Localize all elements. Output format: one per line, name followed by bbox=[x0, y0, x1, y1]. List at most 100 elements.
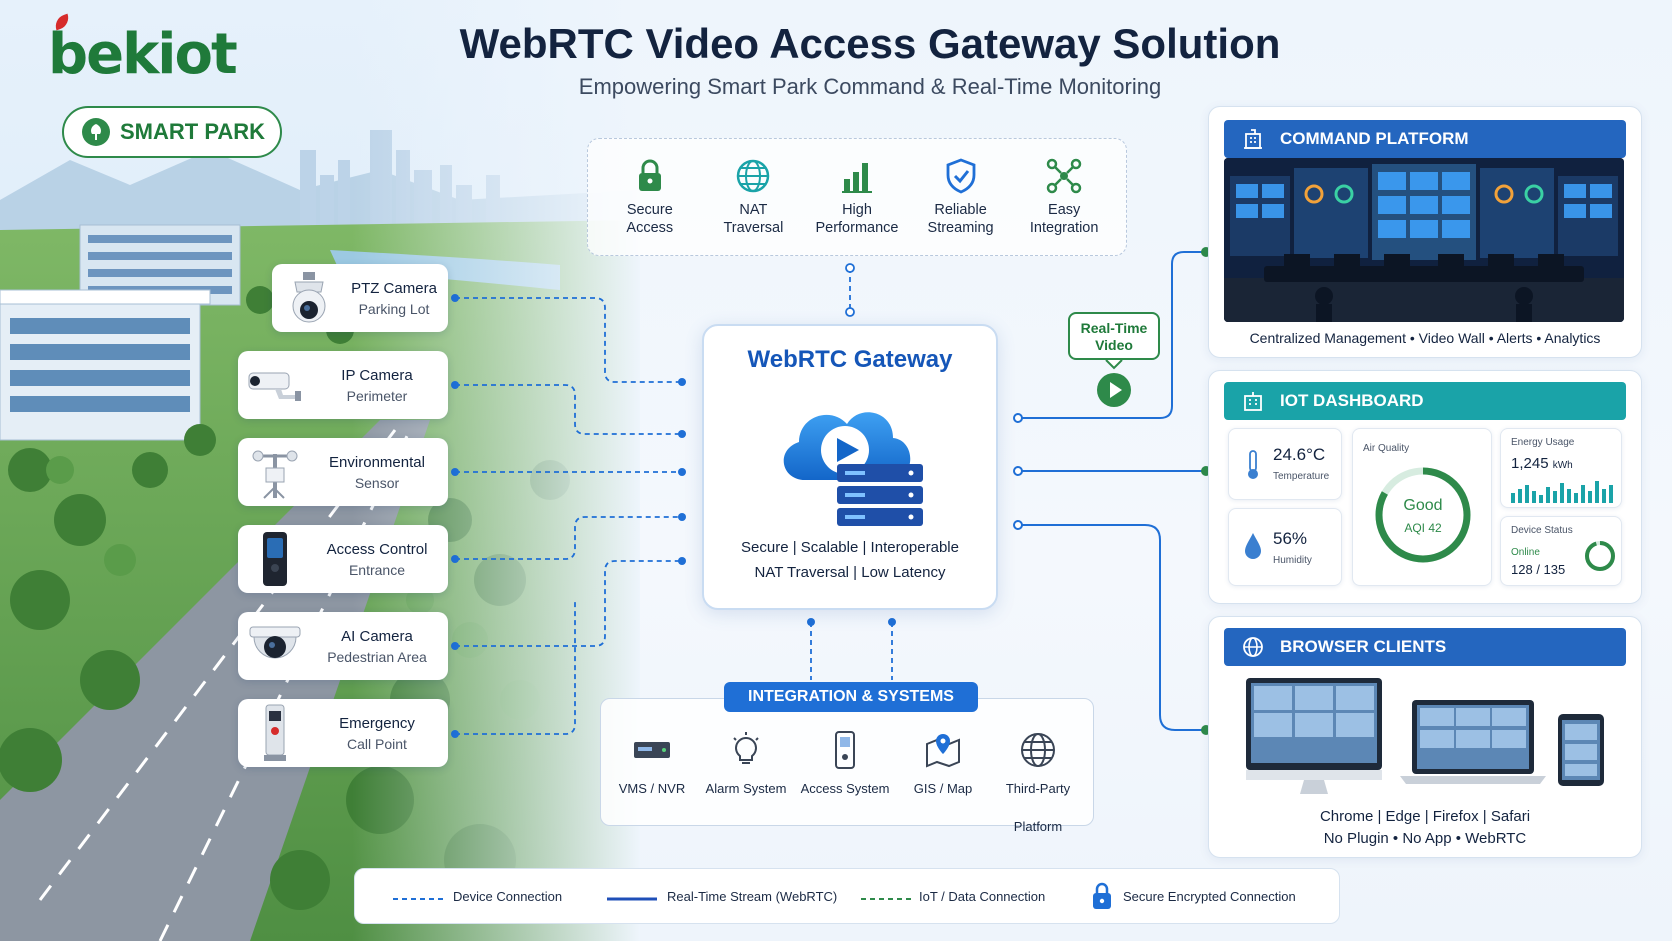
lock-icon bbox=[638, 159, 661, 191]
legend-dashed-blue-line bbox=[393, 898, 443, 900]
command-platform-caption: Centralized Management • Video Wall • Al… bbox=[1249, 330, 1601, 346]
access-terminal-icon bbox=[244, 528, 306, 590]
device-total-count: / 135 bbox=[1536, 562, 1566, 577]
globe-icon bbox=[1021, 733, 1055, 767]
humidity-label: Humidity bbox=[1273, 555, 1312, 566]
iot-building-icon bbox=[1244, 392, 1262, 411]
nvr-icon bbox=[634, 742, 670, 758]
link-emergency bbox=[455, 600, 576, 735]
control-room-image bbox=[1224, 158, 1624, 322]
temperature-value: 24.6°C bbox=[1273, 445, 1326, 464]
gateway-tagline-2: NAT Traversal | Low Latency bbox=[754, 564, 946, 581]
lock-icon bbox=[1093, 882, 1111, 909]
energy-value: 1,245 bbox=[1511, 455, 1549, 472]
air-quality-card: Air Quality Good AQI 42 bbox=[1352, 428, 1492, 586]
cloud-server-icon bbox=[783, 412, 923, 526]
ptz-camera-icon bbox=[278, 267, 340, 329]
legend-device-connection: Device Connection bbox=[453, 889, 563, 904]
device-status-ring bbox=[1585, 541, 1615, 571]
page-title: WebRTC Video Access Gateway Solution bbox=[459, 20, 1281, 67]
device-online-label: Online bbox=[1511, 547, 1540, 558]
link-ptz bbox=[455, 297, 682, 383]
humidity-card: 56% Humidity bbox=[1228, 508, 1342, 586]
device-online-count: 128 bbox=[1511, 562, 1533, 577]
ip-camera-icon bbox=[244, 354, 306, 416]
link-command bbox=[1018, 251, 1206, 419]
integration-alarm-system: Alarm System bbox=[696, 730, 796, 797]
sensor-icon bbox=[244, 441, 306, 503]
energy-bar-sparkline bbox=[1511, 481, 1613, 503]
smart-park-scenery bbox=[0, 0, 640, 941]
play-icon bbox=[1097, 373, 1131, 407]
browser-notes: No Plugin • No App • WebRTC bbox=[1323, 830, 1527, 847]
tree-icon bbox=[82, 118, 110, 146]
integration-systems-panel bbox=[600, 698, 1094, 826]
humidity-value: 56% bbox=[1273, 529, 1308, 548]
legend-secure-encrypted: Secure Encrypted Connection bbox=[1123, 889, 1296, 904]
legend-bar: Device Connection Real-Time Stream (WebR… bbox=[354, 868, 1340, 924]
device-status-label: Device Status bbox=[1511, 525, 1573, 536]
logo-text: bekiot bbox=[48, 22, 238, 87]
integration-nodes-icon bbox=[1046, 158, 1082, 194]
dome-camera-icon bbox=[244, 615, 306, 677]
shield-check-icon bbox=[946, 158, 975, 194]
globe-icon bbox=[737, 159, 770, 193]
energy-usage-card: Energy Usage 1,245 kWh bbox=[1500, 428, 1622, 508]
access-reader-icon bbox=[835, 731, 855, 769]
link-ai bbox=[455, 560, 682, 647]
legend-solid-blue-line bbox=[607, 897, 657, 901]
page-subtitle: Empowering Smart Park Command & Real-Tim… bbox=[578, 74, 1162, 99]
gateway-tagline-1: Secure | Scalable | Interoperable bbox=[741, 539, 959, 556]
legend-dashed-green-line bbox=[861, 898, 911, 900]
legend-iot-data: IoT / Data Connection bbox=[919, 889, 1046, 904]
bar-chart-icon bbox=[841, 163, 872, 193]
globe-icon bbox=[1243, 637, 1263, 657]
smart-park-label: SMART PARK bbox=[120, 119, 266, 144]
browser-list: Chrome | Edge | Firefox | Safari bbox=[1319, 808, 1531, 825]
water-drop-icon bbox=[1245, 533, 1261, 559]
integration-gis-map: GIS / Map bbox=[893, 730, 993, 797]
integration-title: INTEGRATION & SYSTEMS bbox=[724, 682, 978, 712]
legend-realtime-stream: Real-Time Stream (WebRTC) bbox=[667, 889, 838, 904]
browser-clients-header: BROWSER CLIENTS bbox=[1224, 628, 1626, 666]
map-pin-icon bbox=[926, 734, 960, 768]
integration-access-system: Access System bbox=[795, 730, 895, 797]
device-status-card: Device Status Online 128 / 135 bbox=[1500, 516, 1622, 586]
iot-dashboard-header: IOT DASHBOARD bbox=[1224, 382, 1626, 420]
temperature-card: 24.6°C Temperature bbox=[1228, 428, 1342, 500]
temperature-label: Temperature bbox=[1273, 471, 1330, 482]
building-icon bbox=[1244, 129, 1262, 149]
command-platform-header: COMMAND PLATFORM bbox=[1224, 120, 1626, 158]
energy-value-row: 1,245 kWh bbox=[1511, 455, 1573, 472]
link-access bbox=[455, 516, 682, 560]
integration-vms-nvr: VMS / NVR bbox=[602, 730, 702, 797]
air-quality-label: Air Quality bbox=[1363, 443, 1410, 454]
call-point-icon bbox=[244, 702, 306, 764]
desktop-monitor-icon bbox=[1246, 678, 1382, 794]
smart-park-badge: SMART PARK bbox=[62, 106, 282, 158]
phone-icon bbox=[1558, 714, 1604, 786]
air-quality-gauge bbox=[1375, 467, 1471, 563]
laptop-icon bbox=[1400, 700, 1546, 784]
link-ip bbox=[455, 384, 682, 435]
alarm-bulb-icon bbox=[733, 732, 759, 764]
client-devices-illustration bbox=[1246, 678, 1604, 794]
device-count-row: 128 / 135 bbox=[1511, 562, 1565, 577]
air-quality-aqi: AQI 42 bbox=[1404, 521, 1442, 535]
bekiot-logo: bekiot bbox=[48, 13, 238, 87]
link-browser bbox=[1018, 524, 1206, 731]
